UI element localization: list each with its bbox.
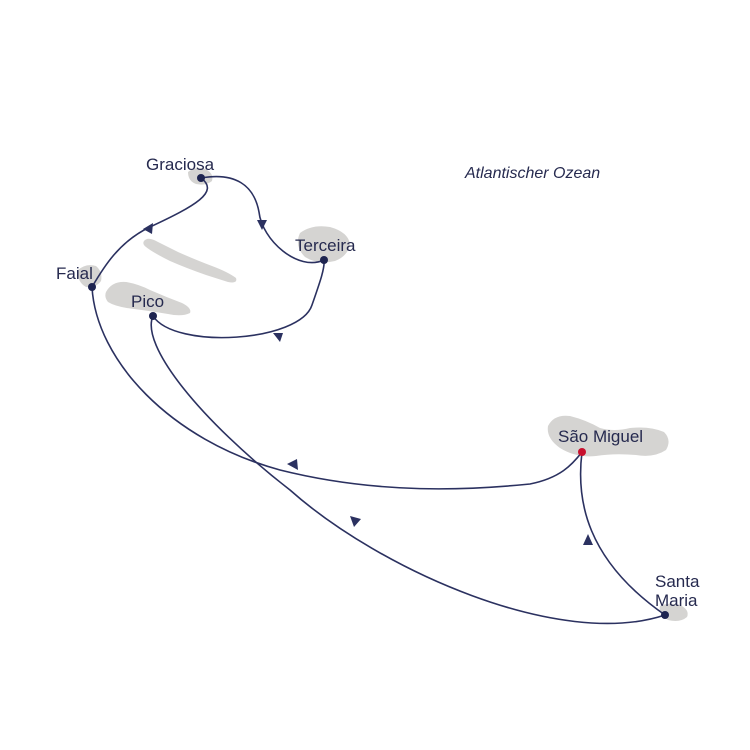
arrow-left-icon [287, 459, 298, 470]
port-label-faial: Faial [56, 264, 93, 283]
port-markers [88, 174, 669, 619]
route-santa-maria-to-pico [150, 315, 666, 625]
ocean-label: Atlantischer Ozean [465, 165, 601, 182]
island-sao-miguel [547, 415, 669, 457]
arrow-up-right-icon [273, 333, 283, 342]
arrow-down-icon [257, 220, 267, 230]
route-pico-to-terceira [152, 259, 325, 339]
port-marker-sao-miguel-start [578, 448, 586, 456]
island-pico [105, 281, 191, 316]
port-marker-graciosa [197, 174, 205, 182]
route-sao-miguel-to-santa-maria [579, 451, 666, 616]
port-label-santa-maria-line2: Maria [655, 591, 698, 610]
port-label-santa-maria-line1: Santa [655, 572, 700, 591]
route-faial-to-sao-miguel [91, 286, 583, 490]
port-marker-faial [88, 283, 96, 291]
arrow-up-icon [583, 534, 593, 545]
port-marker-terceira [320, 256, 328, 264]
port-label-terceira: Terceira [295, 236, 356, 255]
island-sao-jorge [143, 238, 237, 283]
route-arrows [143, 220, 593, 545]
port-marker-pico [149, 312, 157, 320]
island-terceira [297, 226, 350, 263]
port-marker-santa-maria [661, 611, 669, 619]
port-label-pico: Pico [131, 292, 165, 311]
arrow-down-left-icon [143, 223, 153, 234]
route-terceira-to-graciosa [200, 175, 325, 264]
cruise-routes [91, 175, 666, 625]
port-label-graciosa: Graciosa [146, 155, 215, 174]
port-label-santa-maria: Santa Maria [655, 572, 725, 610]
islands [77, 168, 688, 621]
port-label-sao-miguel: São Miguel [558, 427, 644, 446]
arrow-up-left-icon [350, 516, 361, 527]
